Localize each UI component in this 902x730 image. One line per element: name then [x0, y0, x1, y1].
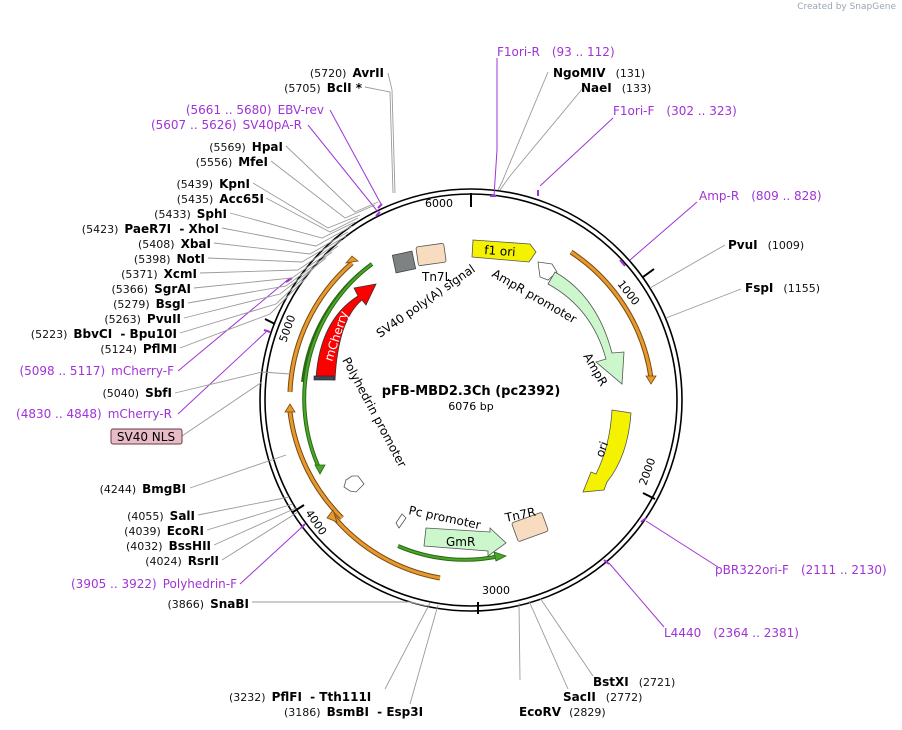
gmr-label: GmR — [446, 535, 475, 549]
green-arc-mcherry — [303, 263, 373, 471]
svg-text:(5439)KpnI: (5439)KpnI — [177, 177, 250, 191]
svg-text:(4032)BssHII: (4032)BssHII — [126, 539, 211, 553]
svg-text:(4244)BmgBI: (4244)BmgBI — [100, 482, 186, 496]
svg-text:(3186)BsmBI - Esp3I: (3186)BsmBI - Esp3I — [284, 705, 423, 719]
ampr-arrow[interactable] — [547, 271, 625, 385]
svg-text:pBR322ori-F(2111 .. 2130): pBR322ori-F(2111 .. 2130) — [715, 563, 887, 577]
svg-text:(4055)SalI: (4055)SalI — [127, 509, 195, 523]
mcherry-tag — [313, 375, 335, 381]
svg-text:(5279)BsgI: (5279)BsgI — [113, 297, 185, 311]
ori-label: ori — [593, 440, 611, 459]
primer-markers — [263, 190, 647, 565]
gmr-arrow[interactable] — [423, 527, 507, 557]
green-arc-gmr — [397, 545, 501, 561]
orange-arc-polyhedrin — [288, 411, 344, 520]
orange-arc-ampr — [570, 250, 653, 379]
polyhedrin-promoter-label: Polyhedrin promoter — [339, 355, 409, 470]
tick-marks — [264, 193, 656, 614]
svg-text:F1ori-R(93 .. 112): F1ori-R(93 .. 112) — [497, 45, 615, 59]
svg-text:EcoRV(2829): EcoRV(2829) — [519, 705, 606, 719]
polyhedrin-promoter-arrow[interactable] — [343, 475, 365, 493]
primer-labels: F1ori-R(93 .. 112) F1ori-F(302 .. 323) A… — [16, 45, 887, 640]
svg-text:(3905 .. 3922)Polyhedrin-F: (3905 .. 3922)Polyhedrin-F — [71, 577, 237, 591]
tick-5000: 5000 — [277, 313, 299, 344]
svg-text:(5408)XbaI: (5408)XbaI — [138, 237, 211, 251]
bottom-enzyme-labels: BstXI(2721) SacII(2772) EcoRV(2829) (323… — [229, 675, 675, 719]
tn7l-box[interactable] — [415, 242, 447, 266]
svg-text:(5661 .. 5680)EBV-rev: (5661 .. 5680)EBV-rev — [186, 103, 324, 117]
f1-ori-label: f1 ori — [484, 243, 516, 259]
snapgene-credit: Created by SnapGene — [797, 2, 896, 12]
svg-text:(5263)PvuII: (5263)PvuII — [104, 312, 181, 326]
svg-text:(4039)EcoRI: (4039)EcoRI — [124, 524, 204, 538]
svg-text:(3232)PflFI - Tth111I: (3232)PflFI - Tth111I — [229, 690, 371, 704]
svg-text:(5433)SphI: (5433)SphI — [154, 207, 227, 221]
tn7r-label: Tn7R — [503, 505, 537, 525]
plasmid-name: pFB-MBD2.3Ch (pc2392) — [382, 384, 561, 399]
tick-1000: 1000 — [615, 278, 642, 308]
svg-text:NaeI(133): NaeI(133) — [581, 81, 651, 95]
svg-text:(5366)SgrAI: (5366)SgrAI — [112, 282, 191, 296]
svg-text:(5569)HpaI: (5569)HpaI — [209, 140, 283, 154]
orange-arc-gmr — [331, 515, 441, 580]
ori-arrow[interactable] — [582, 409, 632, 493]
plasmid-size: 6076 bp — [448, 400, 493, 413]
svg-text:(5371)XcmI: (5371)XcmI — [121, 267, 197, 281]
svg-text:FspI(1155): FspI(1155) — [745, 281, 820, 295]
mcherry-arrow[interactable] — [315, 283, 377, 381]
svg-text:(5398)NotI: (5398)NotI — [134, 252, 205, 266]
primer-leaders — [177, 58, 719, 628]
svg-text:(4830 .. 4848)mCherry-R: (4830 .. 4848)mCherry-R — [16, 407, 172, 421]
sv40-nls-box[interactable] — [110, 428, 183, 445]
outer-arcs — [288, 250, 653, 580]
svg-text:(5705)BclI *: (5705)BclI * — [284, 81, 363, 95]
svg-text:Amp-R(809 .. 828): Amp-R(809 .. 828) — [699, 189, 822, 203]
tn7l-label: Tn7L — [421, 270, 452, 284]
sv40-nls-label: SV40 NLS — [117, 430, 175, 444]
inner-arcs — [303, 263, 501, 561]
svg-text:(5556)MfeI: (5556)MfeI — [196, 155, 268, 169]
green-arc-head — [314, 464, 326, 475]
tick-2000: 2000 — [637, 456, 659, 487]
svg-text:SacII(2772): SacII(2772) — [563, 690, 642, 704]
backbone-outer — [259, 188, 683, 612]
ampr-promoter-label: AmpR promoter — [490, 266, 580, 326]
svg-text:(5720)AvrII: (5720)AvrII — [310, 66, 384, 80]
svg-text:L4440(2364 .. 2381): L4440(2364 .. 2381) — [664, 626, 799, 640]
svg-text:(5435)Acc65I: (5435)Acc65I — [177, 192, 264, 206]
svg-text:(4024)RsrII: (4024)RsrII — [145, 554, 219, 568]
enzyme-leaders — [174, 71, 742, 705]
svg-text:BstXI(2721): BstXI(2721) — [593, 675, 675, 689]
right-enzyme-labels: NgoMIV(131) NaeI(133) PvuI(1009) FspI(11… — [553, 66, 820, 295]
svg-text:F1ori-F(302 .. 323): F1ori-F(302 .. 323) — [613, 104, 737, 118]
left-enzyme-labels: (5720)AvrII (5705)BclI * (5569)HpaI (555… — [31, 66, 384, 611]
svg-text:(5098 .. 5117)mCherry-F: (5098 .. 5117)mCherry-F — [19, 364, 174, 378]
svg-text:(5607 .. 5626)SV40pA-R: (5607 .. 5626)SV40pA-R — [151, 118, 302, 132]
svg-text:PvuI(1009): PvuI(1009) — [728, 238, 804, 252]
green-arc-head-2 — [493, 551, 508, 562]
svg-text:(5040)SbfI: (5040)SbfI — [103, 386, 173, 400]
f1-ori-arrow[interactable] — [471, 239, 537, 263]
tick-6000: 6000 — [425, 197, 453, 210]
tn7r-box[interactable] — [511, 512, 549, 542]
svg-text:NgoMIV(131): NgoMIV(131) — [553, 66, 645, 80]
sv40-nls-leader — [181, 381, 263, 437]
svg-text:(5223)BbvCI - Bpu10I: (5223)BbvCI - Bpu10I — [31, 327, 177, 341]
sv40-polya-box[interactable] — [391, 250, 417, 274]
svg-text:(5423)PaeR7I - XhoI: (5423)PaeR7I - XhoI — [82, 222, 219, 236]
pc-promoter-label: Pc promoter — [407, 503, 482, 532]
svg-text:(5124)PflMI: (5124)PflMI — [100, 342, 177, 356]
pc-promoter-arrow[interactable] — [395, 513, 407, 529]
svg-text:(3866)SnaBI: (3866)SnaBI — [168, 597, 249, 611]
tick-3000: 3000 — [482, 584, 510, 597]
orange-arc-mcherry — [288, 261, 353, 393]
outer-arc-heads — [284, 255, 657, 523]
